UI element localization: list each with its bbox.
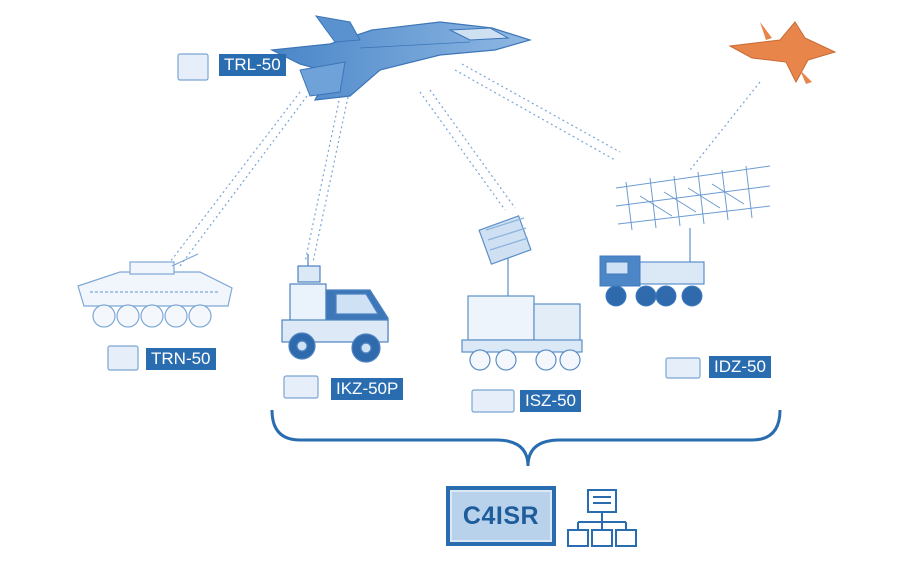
link-enemy-idz — [689, 81, 761, 171]
label-trl-50: TRL-50 — [219, 54, 286, 76]
device-trn — [107, 345, 139, 371]
link-jet-trn — [169, 91, 308, 267]
label-isz-50: ISZ-50 — [520, 390, 582, 412]
mrap-vehicle-icon — [281, 254, 389, 363]
network-hierarchy-icon — [567, 489, 637, 547]
link-jet-idz — [454, 63, 621, 161]
bracket — [270, 409, 782, 467]
fighter-jet-icon — [269, 15, 533, 101]
label-trn-50: TRN-50 — [146, 348, 216, 370]
device-ikz — [283, 375, 319, 399]
c4isr-label: C4ISR — [462, 501, 540, 530]
c4isr-inner: C4ISR — [450, 490, 552, 542]
c4isr-box: C4ISR — [446, 486, 556, 546]
radar-truck-icon — [461, 215, 583, 371]
device-unit-icon — [107, 53, 701, 413]
device-isz — [471, 389, 515, 413]
array-radar-truck-icon — [599, 165, 771, 307]
data-links — [169, 63, 761, 267]
label-idz-50: IDZ-50 — [709, 356, 771, 378]
armored-vehicle-icon — [77, 253, 233, 328]
link-jet-ikz — [304, 95, 349, 263]
device-trl — [177, 53, 209, 81]
label-ikz-50p: IKZ-50P — [331, 378, 404, 400]
device-idz — [665, 357, 701, 379]
link-jet-isz — [419, 89, 516, 211]
enemy-jet-icon — [728, 21, 837, 84]
